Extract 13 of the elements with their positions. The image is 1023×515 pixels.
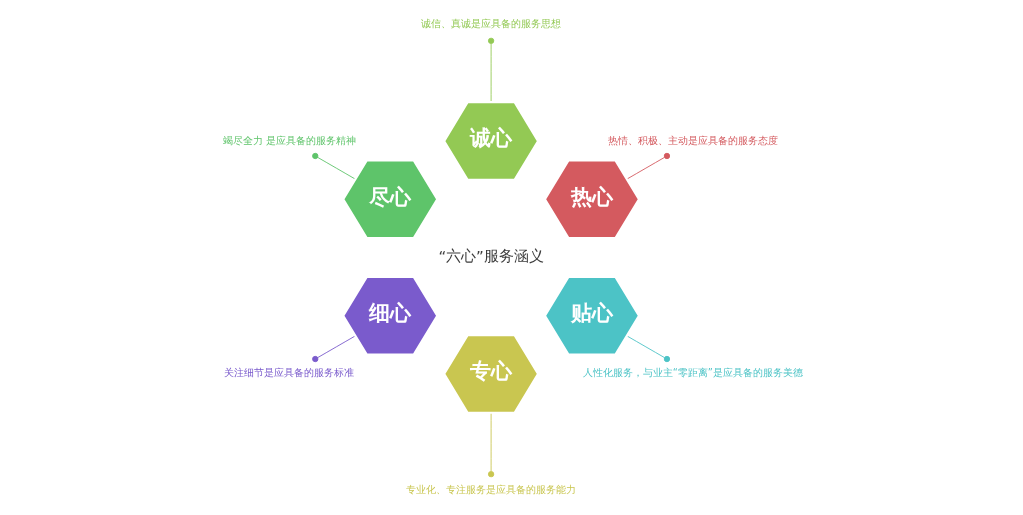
- connector: [626, 335, 670, 363]
- node-text: 专业化、专注服务是应具备的服务能力: [405, 483, 576, 495]
- node-text: 人性化服务，与业主“零距离”是应具备的服务美德: [582, 367, 803, 379]
- connector: [626, 152, 670, 180]
- node-text: 诚信、真诚是应具备的服务思想: [420, 18, 561, 30]
- connector: [487, 37, 494, 103]
- node-text: 竭尽全力 是应具备的服务精神: [222, 134, 356, 146]
- connector: [311, 335, 356, 363]
- connector: [487, 412, 494, 478]
- connector: [311, 152, 356, 180]
- node-text: 关注细节是应具备的服务标准: [223, 367, 354, 379]
- label: “六心”服务涵义: [437, 247, 544, 266]
- node-text: 热情、积极、主动是应具备的服务态度: [607, 134, 778, 146]
